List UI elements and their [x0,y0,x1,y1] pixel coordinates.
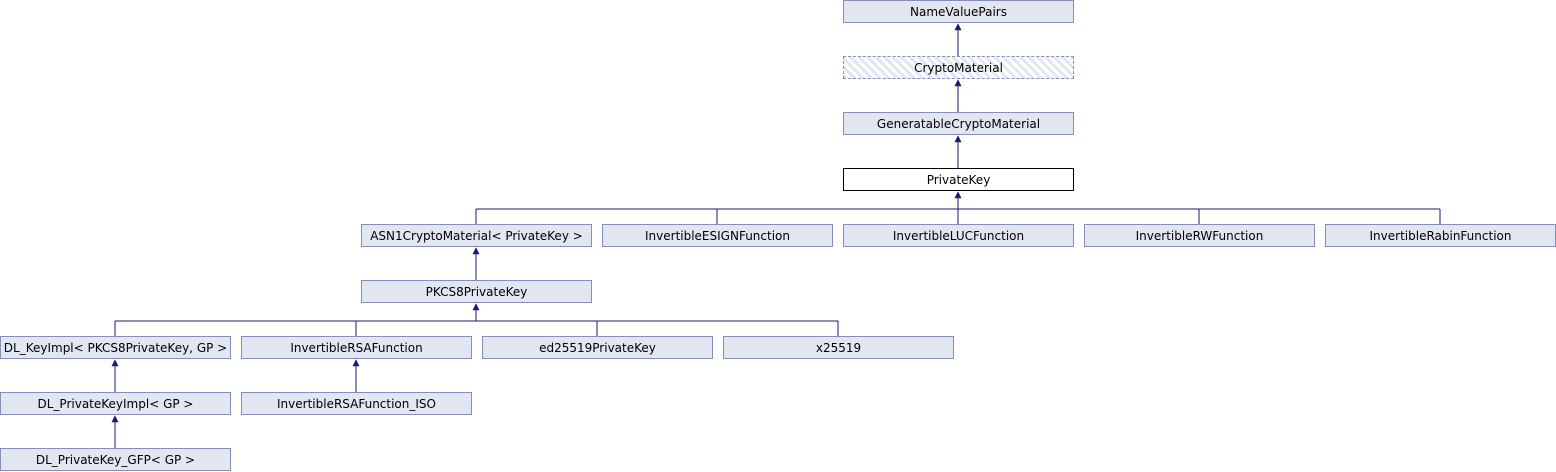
node-label: DL_PrivateKeyImpl< GP > [37,396,194,411]
node-ed25519-private-key[interactable]: ed25519PrivateKey [482,336,713,359]
node-label: InvertibleLUCFunction [892,228,1025,243]
node-label: InvertibleESIGNFunction [645,228,790,243]
node-name-value-pairs[interactable]: NameValuePairs [843,0,1074,23]
node-asn1-crypto-material[interactable]: ASN1CryptoMaterial< PrivateKey > [361,224,592,247]
node-invertible-luc-function[interactable]: InvertibleLUCFunction [843,224,1074,247]
node-invertible-rsa-function-iso[interactable]: InvertibleRSAFunction_ISO [241,392,472,415]
node-label: DL_KeyImpl< PKCS8PrivateKey, GP > [3,340,228,355]
node-invertible-rw-function[interactable]: InvertibleRWFunction [1084,224,1315,247]
node-crypto-material[interactable]: CryptoMaterial [843,56,1074,79]
node-invertible-rsa-function[interactable]: InvertibleRSAFunction [241,336,472,359]
node-label: InvertibleRabinFunction [1369,228,1512,243]
node-dl-private-key-gfp[interactable]: DL_PrivateKey_GFP< GP > [0,448,231,471]
node-label: PrivateKey [926,172,991,187]
node-label: InvertibleRSAFunction [290,340,423,355]
node-generatable-crypto-material[interactable]: GeneratableCryptoMaterial [843,112,1074,135]
node-dl-private-key-impl[interactable]: DL_PrivateKeyImpl< GP > [0,392,231,415]
node-label: ASN1CryptoMaterial< PrivateKey > [370,228,583,243]
node-label: x25519 [815,340,862,355]
node-label: InvertibleRWFunction [1135,228,1264,243]
node-label: CryptoMaterial [914,60,1003,75]
node-label: GeneratableCryptoMaterial [876,116,1041,131]
node-private-key: PrivateKey [843,168,1074,191]
node-label: ed25519PrivateKey [539,340,656,355]
node-label: DL_PrivateKey_GFP< GP > [35,452,196,467]
node-invertible-rabin-function[interactable]: InvertibleRabinFunction [1325,224,1556,247]
node-x25519[interactable]: x25519 [723,336,954,359]
node-label: InvertibleRSAFunction_ISO [277,396,436,411]
node-invertible-esign-function[interactable]: InvertibleESIGNFunction [602,224,833,247]
node-pkcs8-private-key[interactable]: PKCS8PrivateKey [361,280,592,303]
node-label: NameValuePairs [910,4,1007,19]
node-label: PKCS8PrivateKey [425,284,528,299]
node-dl-key-impl[interactable]: DL_KeyImpl< PKCS8PrivateKey, GP > [0,336,231,359]
